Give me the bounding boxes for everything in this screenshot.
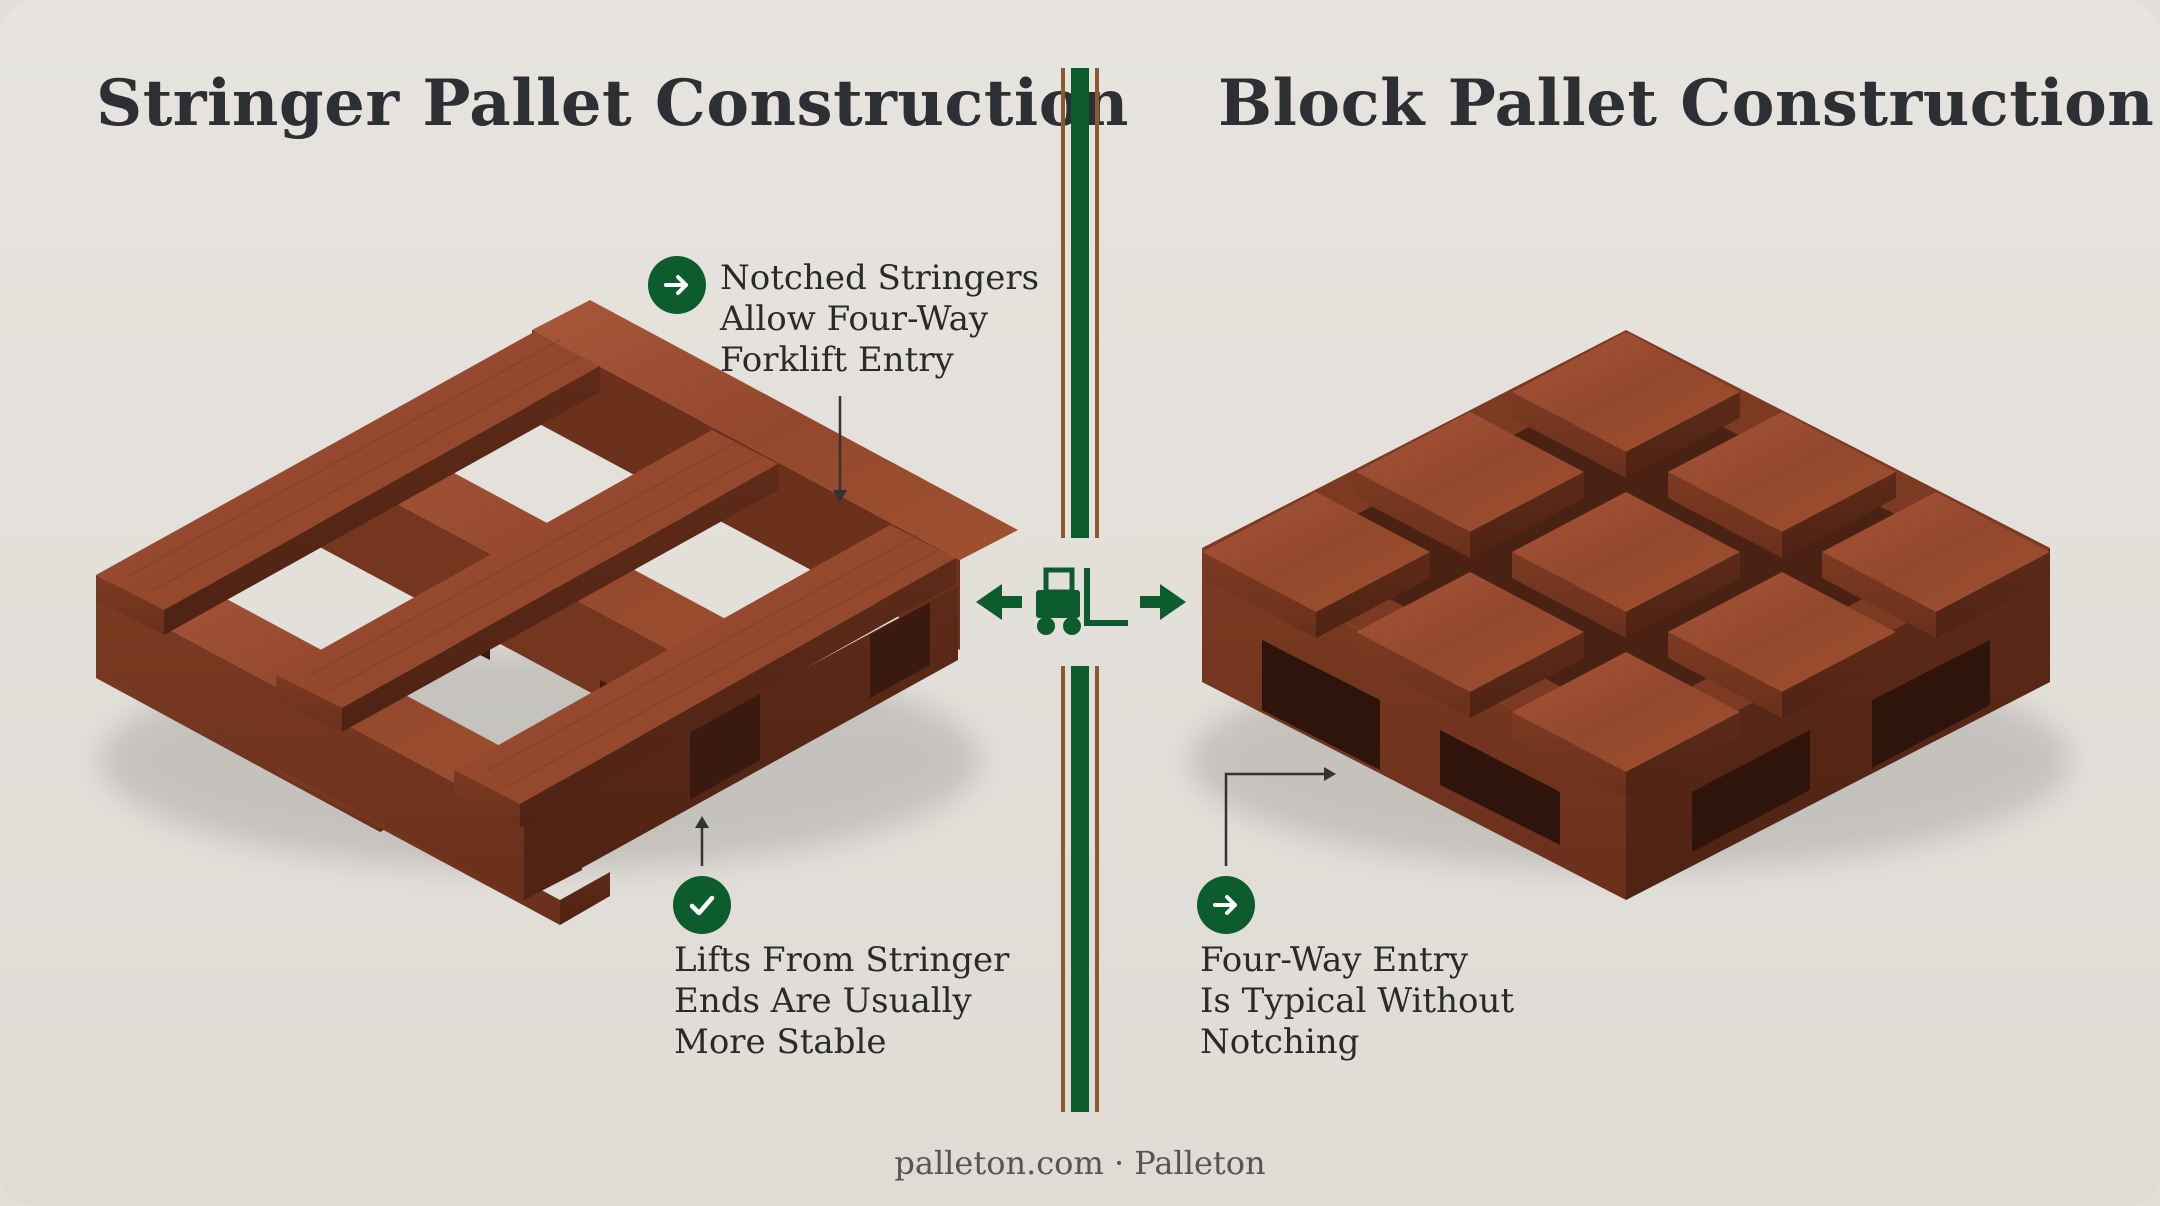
callout-notched-stringers: Notched Stringers Allow Four-Way Forklif… xyxy=(720,258,1040,380)
fork-opening xyxy=(1872,640,1990,768)
stringer-right xyxy=(524,586,958,900)
leader-lines xyxy=(695,396,1336,866)
deck-block xyxy=(1356,572,1584,718)
arrow-right-icon xyxy=(1197,876,1255,934)
checkmark-icon xyxy=(673,876,731,934)
top-board-middle xyxy=(276,430,778,732)
deck-block xyxy=(1512,652,1740,798)
arrow-right-icon xyxy=(1140,584,1186,620)
arrow-left-icon xyxy=(976,584,1022,620)
block-title: Block Pallet Construction xyxy=(1218,66,2155,141)
fork-opening xyxy=(1440,730,1560,845)
fork-opening xyxy=(1262,640,1380,770)
arrow-right-icon xyxy=(648,256,706,314)
deck-blocks xyxy=(1202,332,2050,798)
deck-block xyxy=(1512,492,1740,638)
block-pallet-illustration xyxy=(1202,330,2050,900)
fork-opening xyxy=(1692,730,1810,852)
stringer-pallet-illustration xyxy=(96,300,1018,925)
deck-block xyxy=(1822,492,2050,638)
center-divider xyxy=(1061,68,1099,1112)
footer-credit: palleton.com · Palleton xyxy=(894,1144,1266,1182)
forklift-icon xyxy=(1036,567,1128,635)
deck-block xyxy=(1668,572,1896,718)
stringer-title: Stringer Pallet Construction xyxy=(96,66,1129,141)
top-board-back xyxy=(96,332,600,635)
callout-lifts-stringer-ends: Lifts From Stringer Ends Are Usually Mor… xyxy=(674,940,1010,1062)
callout-four-way-entry: Four-Way Entry Is Typical Without Notchi… xyxy=(1200,940,1515,1062)
deck-block xyxy=(1202,492,1430,638)
deck-block xyxy=(1512,332,1740,478)
deck-block xyxy=(1668,412,1896,558)
deck-block xyxy=(1356,412,1584,558)
top-board-front xyxy=(454,525,956,828)
